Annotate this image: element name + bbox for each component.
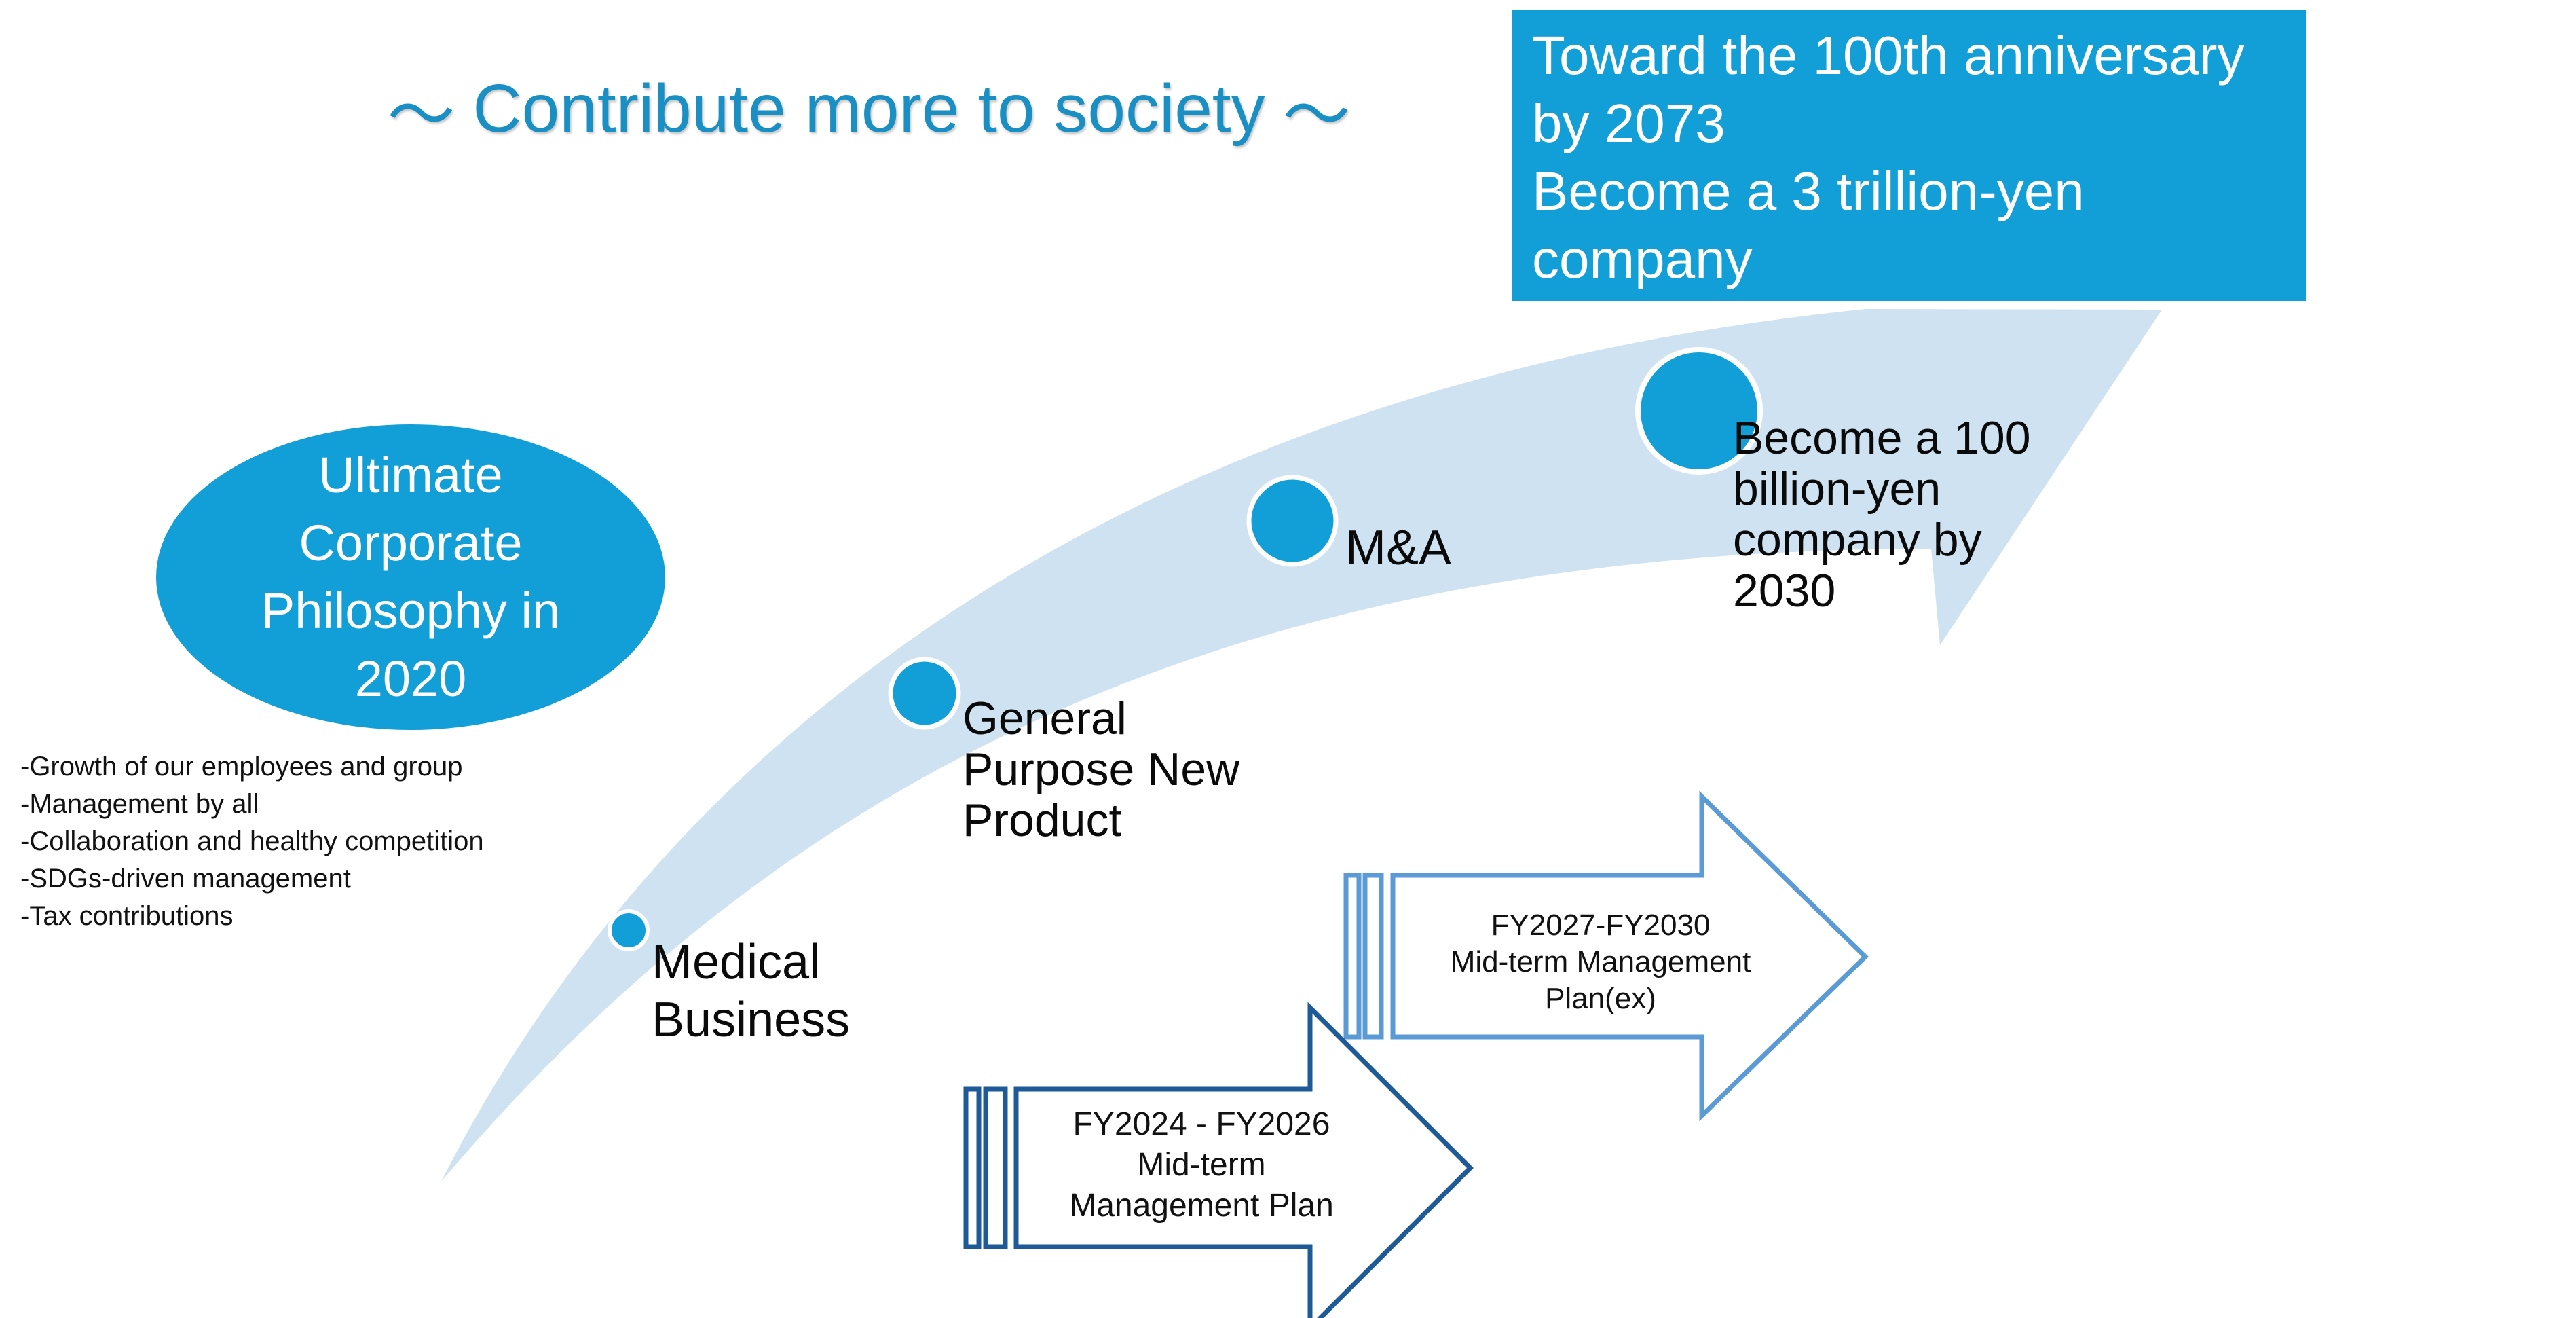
milestone-label-100-billion: Become a 100 billion-yen company by 2030	[1733, 413, 2031, 617]
milestone-line: 2030	[1733, 565, 1836, 617]
headline-text: Contribute more to society	[472, 70, 1265, 147]
milestone-line: Product	[963, 794, 1122, 846]
milestone-line: company by	[1733, 514, 1982, 566]
headline-left-mark: ～	[387, 77, 455, 153]
philosophy-bullet: -SDGs-driven management	[20, 864, 351, 894]
milestone-dot-100b	[1635, 347, 1763, 475]
plan-line: Mid-term Management	[1450, 945, 1751, 978]
plan-line: FY2027-FY2030	[1491, 909, 1711, 942]
milestone-label-ma: M&A	[1345, 523, 1451, 574]
milestone-line: Business	[652, 993, 851, 1047]
plan-arrow-fy2024	[963, 1002, 1474, 1318]
philosophy-bullet: -Collaboration and healthy competition	[20, 826, 484, 856]
philosophy-ellipse: Ultimate Corporate Philosophy in 2020	[156, 424, 665, 730]
plan-label-fy2027: FY2027-FY2030 Mid-term Management Plan(e…	[1411, 907, 1791, 1017]
goal-line: Toward the 100th anniversary	[1532, 25, 2245, 86]
philosophy-bullet: -Growth of our employees and group	[20, 752, 463, 782]
goal-line: by 2073	[1532, 93, 1725, 153]
plan-line: Plan(ex)	[1545, 982, 1656, 1015]
goal-box: Toward the 100th anniversary by 2073 Bec…	[1512, 10, 2306, 301]
headline-right-mark: ～	[1282, 77, 1351, 153]
milestone-dot-ma	[1246, 475, 1339, 567]
plan-line: Mid-term	[1137, 1147, 1266, 1183]
milestone-dot-medical	[608, 909, 650, 951]
milestone-line: Purpose New	[963, 744, 1240, 795]
plan-line: FY2024 - FY2026	[1072, 1106, 1330, 1142]
goal-line: Become a 3 trillion-yen	[1532, 161, 2085, 221]
headline: ～ Contribute more to society ～	[339, 65, 1398, 153]
milestone-label-medical: Medical Business	[652, 934, 850, 1049]
philosophy-bullet: -Management by all	[20, 789, 259, 819]
philosophy-line: 2020	[354, 651, 467, 707]
philosophy-line: Corporate	[299, 515, 523, 571]
philosophy-line: Ultimate	[318, 447, 503, 503]
philosophy-line: Philosophy in	[261, 583, 561, 639]
milestone-dot-general	[888, 657, 961, 730]
plan-arrow-fy2027	[1343, 790, 1869, 1122]
goal-line: company	[1532, 229, 1753, 289]
plan-line: Management Plan	[1069, 1188, 1334, 1224]
plan-label-fy2024: FY2024 - FY2026 Mid-term Management Plan	[1028, 1104, 1375, 1226]
milestone-label-general: General Purpose New Product	[963, 693, 1239, 846]
milestone-line: General	[963, 693, 1127, 744]
milestone-line: billion-yen	[1733, 463, 1941, 515]
milestone-line: M&A	[1345, 521, 1452, 575]
milestone-line: Become a 100	[1733, 412, 2031, 464]
philosophy-bullet: -Tax contributions	[20, 901, 234, 931]
philosophy-bullet-list: -Growth of our employees and group -Mana…	[20, 748, 631, 935]
growth-swoosh-arrow	[441, 309, 2162, 1182]
milestone-line: Medical	[652, 935, 821, 989]
